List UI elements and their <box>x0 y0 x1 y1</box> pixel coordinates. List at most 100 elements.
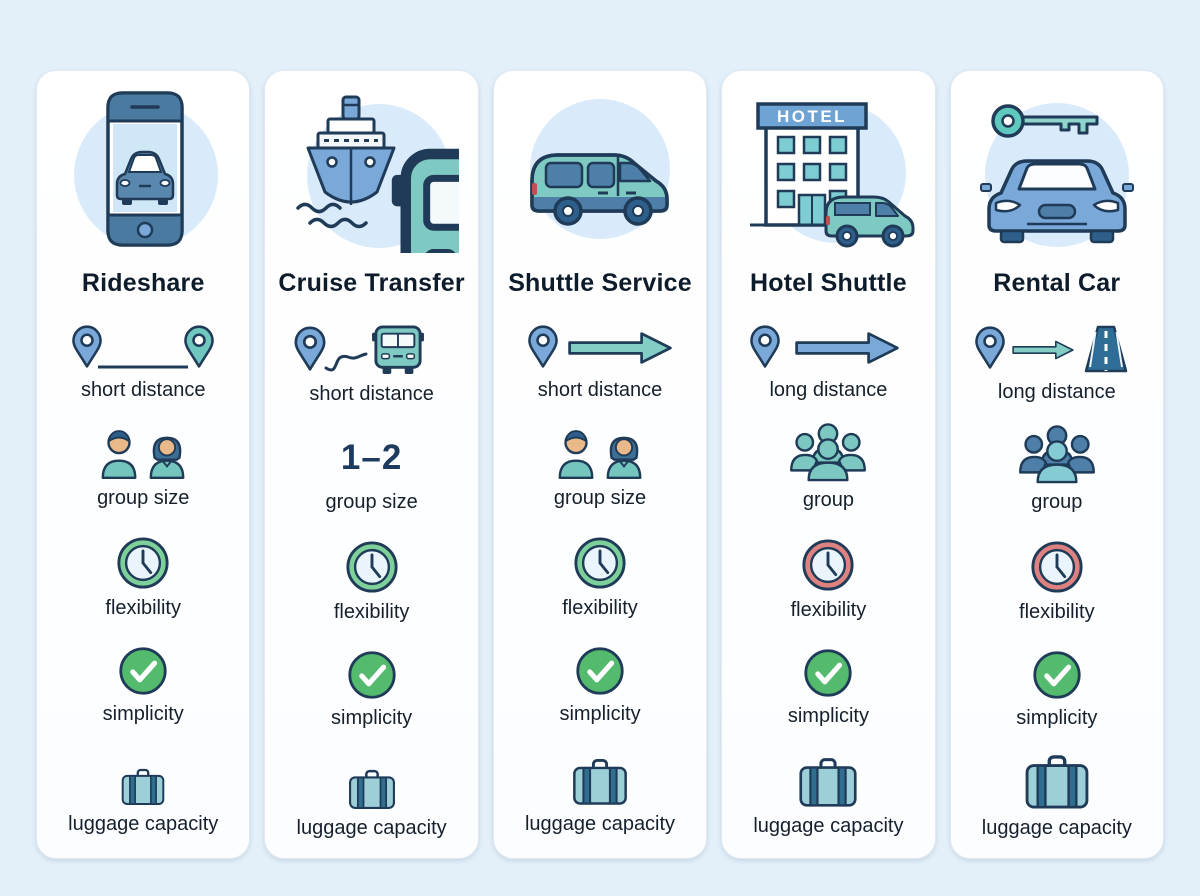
distance-label: short distance <box>80 379 206 401</box>
flexibility-feature: flexibility <box>562 536 638 620</box>
flexibility-label: flexibility <box>790 599 867 621</box>
check-circle-icon <box>803 648 853 698</box>
flexibility-icon <box>345 540 399 594</box>
map-pin-blue-icon <box>750 325 781 368</box>
flexibility-feature: flexibility <box>1019 540 1095 624</box>
simplicity-feature: simplicity <box>103 646 184 726</box>
group-label: group size <box>325 491 418 513</box>
map-pin-blue-icon <box>975 326 1005 369</box>
check-circle-icon <box>1032 650 1082 700</box>
flexibility-label: flexibility <box>562 597 638 619</box>
distance-label: short distance <box>309 383 434 405</box>
clock-icon <box>116 536 170 590</box>
cruise-ship-bus-icon <box>296 95 459 253</box>
clock-icon <box>573 536 627 590</box>
suitcase-icon <box>347 769 397 810</box>
suitcase-icon <box>1023 754 1091 810</box>
bus-front-icon <box>370 325 426 375</box>
rideshare-hero <box>68 85 219 259</box>
distance-feature: short distance <box>522 324 678 402</box>
flexibility-label: flexibility <box>105 597 181 619</box>
group-label: group size <box>553 487 647 509</box>
luggage-label: luggage capacity <box>68 813 219 835</box>
luggage-feature: luggage capacity <box>68 750 218 836</box>
distance-feature: long distance <box>973 324 1141 404</box>
person-man-icon <box>98 428 140 480</box>
simplicity-label: simplicity <box>102 703 184 725</box>
group-feature: group <box>1018 430 1096 514</box>
luggage-icon <box>571 750 629 806</box>
people-group-blue-icon <box>1018 424 1096 484</box>
card-hotel-shuttle: HOTEL <box>721 70 936 859</box>
group-size-value: 1–2 <box>340 438 403 477</box>
pin-route-bus-icon <box>294 325 426 375</box>
person-woman-icon <box>146 428 188 480</box>
luggage-label: luggage capacity <box>753 815 904 837</box>
clock-icon <box>801 538 855 592</box>
arrow-teal-icon <box>1011 340 1074 360</box>
simplicity-feature: simplicity <box>788 648 869 728</box>
suitcase-icon <box>571 758 629 806</box>
luggage-feature: luggage capacity <box>982 754 1132 840</box>
simplicity-icon <box>347 650 397 700</box>
flexibility-feature: flexibility <box>334 540 409 624</box>
comparison-board: Rideshare short distance group size f <box>36 70 1165 859</box>
distance-icons <box>973 324 1141 374</box>
pin-to-pin-icon <box>72 325 215 369</box>
people-group-teal-icon <box>789 422 867 482</box>
group-icons <box>555 428 645 480</box>
group-icons <box>789 428 867 482</box>
simplicity-feature: simplicity <box>331 650 412 730</box>
distance-label: long distance <box>997 381 1116 403</box>
clock-icon <box>1030 540 1084 594</box>
card-title: Cruise Transfer <box>278 269 465 297</box>
card-rental-car: Rental Car long distance group flexibili… <box>949 70 1165 859</box>
flexibility-icon <box>573 536 627 590</box>
cruise-hero <box>284 85 459 259</box>
hotel-sign-text: HOTEL <box>777 107 847 126</box>
distance-icons <box>68 324 218 372</box>
check-circle-icon <box>118 646 168 696</box>
simplicity-label: simplicity <box>1016 707 1098 729</box>
simplicity-feature: simplicity <box>559 646 641 726</box>
check-circle-icon <box>575 646 625 696</box>
group-label: group <box>802 489 854 511</box>
luggage-label: luggage capacity <box>524 813 676 835</box>
simplicity-label: simplicity <box>787 705 869 727</box>
smartphone-car-icon <box>74 91 219 247</box>
group-feature: group size <box>97 428 189 510</box>
check-circle-icon <box>347 650 397 700</box>
simplicity-icon <box>118 646 168 696</box>
group-icons <box>98 428 188 480</box>
simplicity-label: simplicity <box>331 707 413 729</box>
simplicity-feature: simplicity <box>1016 650 1097 730</box>
card-rideshare: Rideshare short distance group size f <box>36 70 251 859</box>
map-pin-blue-icon <box>528 325 558 368</box>
card-title: Rideshare <box>81 269 205 297</box>
key-car-icon <box>980 103 1135 247</box>
flexibility-label: flexibility <box>1019 601 1095 623</box>
luggage-label: luggage capacity <box>981 817 1132 839</box>
arrow-teal-icon <box>568 332 672 364</box>
group-feature: 1–2 group size <box>325 432 417 514</box>
luggage-icon <box>1023 754 1091 810</box>
flexibility-icon <box>1030 540 1084 594</box>
luggage-feature: luggage capacity <box>525 750 675 836</box>
suitcase-icon <box>797 757 859 808</box>
luggage-label: luggage capacity <box>296 817 447 839</box>
simplicity-icon <box>803 648 853 698</box>
pin-arrow-road-icon <box>975 325 1128 373</box>
shuttle-hero <box>510 85 690 259</box>
flexibility-icon <box>116 536 170 590</box>
distance-feature: short distance <box>68 324 218 402</box>
rental-hero <box>969 85 1144 259</box>
distance-feature: long distance <box>748 324 908 402</box>
map-pin-teal-icon <box>184 325 215 368</box>
person-man-icon <box>555 428 597 480</box>
simplicity-label: simplicity <box>559 703 641 725</box>
card-title: Shuttle Service <box>508 269 692 297</box>
shuttle-van-icon <box>530 99 671 239</box>
flexibility-icon <box>801 538 855 592</box>
distance-icons <box>522 324 678 372</box>
distance-feature: short distance <box>292 324 452 406</box>
